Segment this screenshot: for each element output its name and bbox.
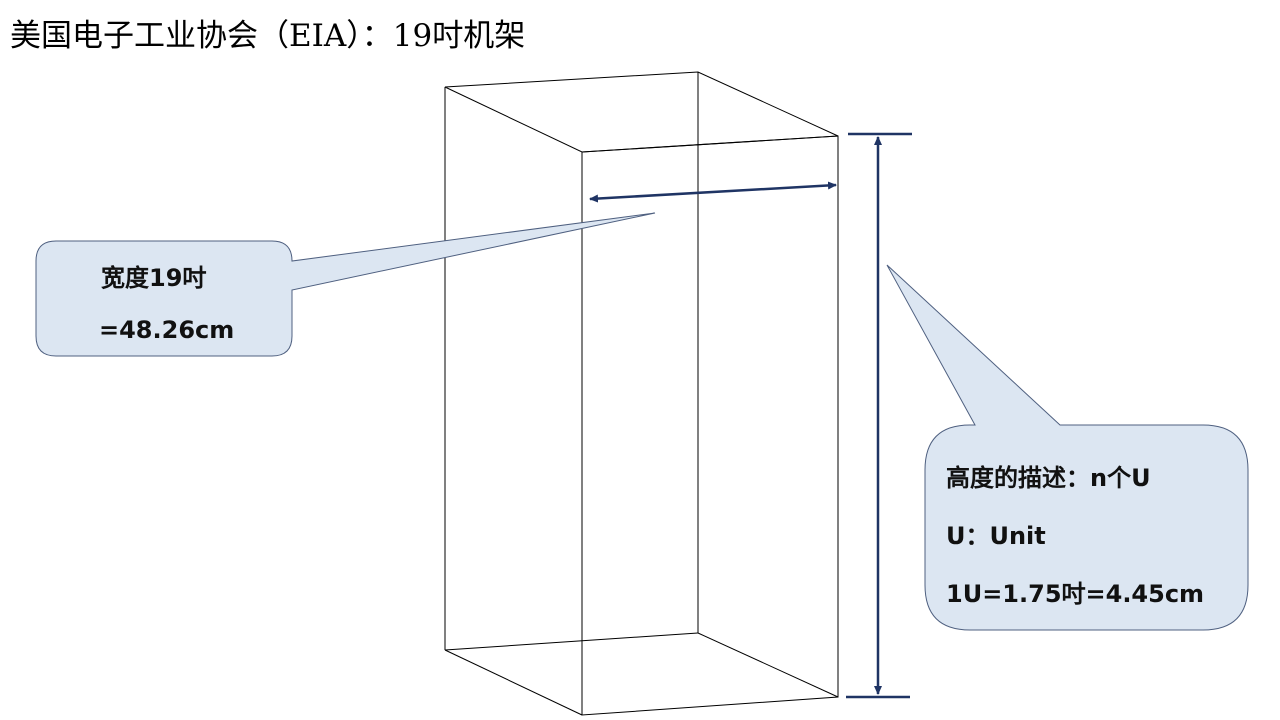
rack-front-face: [581, 135, 839, 716]
height-dimension: [846, 132, 912, 699]
rack-box-wireframe: [444, 71, 839, 716]
rack-bottom-left-edge: [444, 649, 583, 716]
height-callout-shape: [886, 264, 1249, 631]
width-callout-line1: 宽度19吋: [101, 264, 207, 292]
rack-bottom-back-edge: [444, 632, 699, 651]
rack-bottom-right-edge: [697, 632, 839, 698]
width-callout-line2: =48.26cm: [99, 316, 235, 344]
slide-title: 美国电子工业协会（EIA）：19吋机架: [10, 18, 526, 54]
width-callout-shape: [35, 212, 656, 357]
width-arrow: [589, 181, 837, 203]
height-callout-line1: 高度的描述：n个U: [946, 464, 1151, 492]
height-callout-line3: 1U=1.75吋=4.45cm: [946, 580, 1205, 608]
height-callout-line2: U：Unit: [946, 522, 1046, 550]
